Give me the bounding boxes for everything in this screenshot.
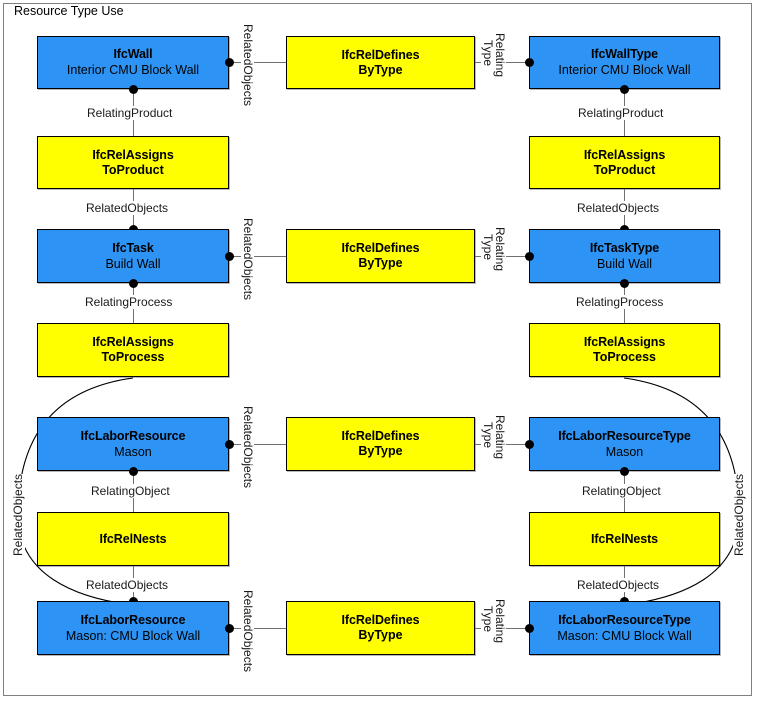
edge-label-relatedobjects: RelatedObjects: [575, 201, 662, 215]
node-title-line2: ByType: [358, 444, 403, 458]
node-ifcrelassignstoprocess-left[interactable]: IfcRelAssigns ToProcess: [37, 323, 229, 377]
node-ifclaborresourcetype-instance[interactable]: IfcLaborResourceType Mason: CMU Block Wa…: [529, 601, 720, 655]
diagram-title: Resource Type Use: [11, 4, 128, 19]
node-subtitle: Interior CMU Block Wall: [558, 63, 691, 77]
connector-task-to-reldefines: [228, 256, 286, 257]
node-title: IfcRelDefines: [341, 241, 420, 255]
node-title: IfcRelNests: [591, 531, 658, 546]
node-title: IfcLaborResource: [80, 612, 186, 627]
connector-endpoint: [225, 624, 234, 633]
edge-label-relatingobject: RelatingObject: [89, 484, 172, 498]
node-ifcwall[interactable]: IfcWall Interior CMU Block Wall: [37, 36, 229, 89]
node-ifcrelassignstoproduct-right[interactable]: IfcRelAssigns ToProduct: [529, 136, 720, 189]
connector-endpoint: [620, 279, 629, 288]
edge-label-relatedobjects: RelatedObjects: [241, 590, 255, 673]
node-title: IfcRelAssigns: [583, 147, 666, 162]
node-title: IfcTaskType: [589, 240, 660, 255]
node-ifclaborresource-instance[interactable]: IfcLaborResource Mason: CMU Block Wall: [37, 601, 229, 655]
node-ifcrelnests-right[interactable]: IfcRelNests: [529, 512, 720, 566]
node-title-line2: ByType: [358, 256, 403, 270]
node-title: IfcLaborResourceType: [558, 428, 691, 443]
node-ifcreldefinesbytype-2[interactable]: IfcRelDefines ByType: [286, 229, 475, 283]
diagram-frame: [3, 3, 752, 696]
edge-label-relatedobjects: RelatedObjects: [84, 578, 171, 592]
connector-endpoint: [525, 440, 534, 449]
edge-label-type: Type: [481, 234, 495, 261]
edge-label-relatingproduct: RelatingProduct: [85, 106, 175, 120]
node-title-line2: ToProduct: [593, 162, 656, 177]
node-ifcrelassignstoproduct-left[interactable]: IfcRelAssigns ToProduct: [37, 136, 229, 189]
node-ifcreldefinesbytype-4[interactable]: IfcRelDefines ByType: [286, 601, 475, 655]
node-title: IfcLaborResourceType: [558, 612, 691, 627]
node-title-line2: ByType: [358, 628, 403, 642]
node-title: IfcLaborResource: [80, 428, 186, 443]
node-subtitle: Mason: [114, 444, 152, 459]
connector-labor-to-reldefines: [228, 444, 286, 445]
edge-label-relatedobjects-arc-right: RelatedObjects: [732, 473, 746, 556]
node-title: IfcRelNests: [99, 531, 167, 546]
node-ifcrelassignstoprocess-right[interactable]: IfcRelAssigns ToProcess: [529, 323, 720, 377]
node-title: IfcRelDefines: [341, 613, 420, 627]
node-subtitle: Mason: CMU Block Wall: [65, 628, 201, 643]
connector-wall-to-reldefines: [228, 62, 286, 63]
connector-endpoint: [129, 467, 138, 476]
node-subtitle: Build Wall: [596, 256, 653, 271]
edge-label-relatedobjects: RelatedObjects: [241, 218, 255, 301]
node-title: IfcRelAssigns: [92, 147, 174, 162]
node-title: IfcWallType: [591, 47, 658, 61]
connector-endpoint: [225, 252, 234, 261]
node-ifcreldefinesbytype-3[interactable]: IfcRelDefines ByType: [286, 417, 475, 471]
edge-label-relatedobjects-arc-left: RelatedObjects: [11, 473, 25, 556]
node-ifclaborresourcetype[interactable]: IfcLaborResourceType Mason: [529, 417, 720, 471]
connector-endpoint: [525, 58, 534, 67]
node-title: IfcRelDefines: [341, 429, 420, 443]
node-title: IfcRelAssigns: [92, 335, 174, 349]
connector-endpoint: [620, 467, 629, 476]
node-title-line2: ToProcess: [593, 350, 656, 364]
node-title: IfcWall: [113, 47, 153, 61]
node-title-line2: ToProcess: [101, 350, 165, 364]
connector-endpoint: [129, 85, 138, 94]
node-ifcwalltype[interactable]: IfcWallType Interior CMU Block Wall: [529, 36, 720, 89]
node-title: IfcRelDefines: [341, 47, 420, 62]
edge-label-type: Type: [481, 606, 495, 633]
edge-label-relatingprocess: RelatingProcess: [574, 295, 666, 309]
node-title: IfcTask: [112, 240, 154, 255]
edge-label-relatedobjects: RelatedObjects: [241, 406, 255, 489]
edge-label-relatingobject: RelatingObject: [580, 484, 663, 498]
node-ifctask[interactable]: IfcTask Build Wall: [37, 229, 229, 283]
connector-labor2-to-reldefines: [228, 628, 286, 629]
node-subtitle: Mason: [605, 444, 644, 459]
connector-endpoint: [525, 252, 534, 261]
edge-label-relatedobjects: RelatedObjects: [241, 24, 255, 107]
node-title-line2: ToProduct: [102, 162, 164, 177]
connector-endpoint: [225, 58, 234, 67]
node-subtitle: Mason: CMU Block Wall: [557, 628, 692, 643]
node-ifcreldefinesbytype-1[interactable]: IfcRelDefines ByType: [286, 36, 475, 89]
node-ifctasktype[interactable]: IfcTaskType Build Wall: [529, 229, 720, 283]
edge-label-relatingproduct: RelatingProduct: [576, 106, 666, 120]
node-subtitle: Build Wall: [105, 256, 161, 271]
node-ifclaborresource[interactable]: IfcLaborResource Mason: [37, 417, 229, 471]
node-title: IfcRelAssigns: [583, 335, 666, 349]
edge-label-relatingprocess: RelatingProcess: [83, 295, 175, 309]
edge-label-type: Type: [481, 40, 495, 67]
connector-endpoint: [525, 624, 534, 633]
connector-endpoint: [129, 279, 138, 288]
node-ifcrelnests-left[interactable]: IfcRelNests: [37, 512, 229, 566]
node-title-line2: ByType: [358, 62, 403, 77]
edge-label-relatedobjects: RelatedObjects: [575, 578, 662, 592]
edge-label-relatedobjects: RelatedObjects: [84, 201, 171, 215]
connector-endpoint: [225, 440, 234, 449]
node-subtitle: Interior CMU Block Wall: [66, 63, 200, 77]
edge-label-type: Type: [481, 422, 495, 449]
connector-endpoint: [620, 85, 629, 94]
